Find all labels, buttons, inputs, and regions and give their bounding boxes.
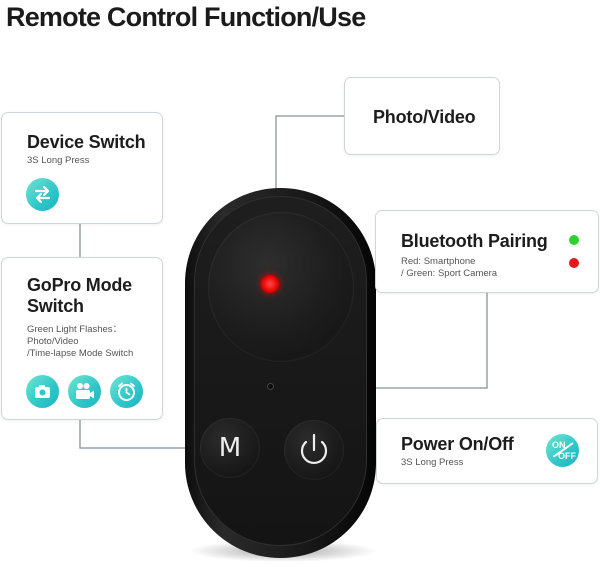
on-off-icon: ON OFF (546, 434, 579, 467)
power-onoff-subtitle: 3S Long Press (401, 457, 464, 468)
gopro-mode-title-line1: GoPro Mode (27, 275, 132, 295)
timer-icon (110, 375, 143, 408)
gopro-mode-desc-line2: Photo/Video (27, 336, 79, 347)
swap-arrows-icon (26, 178, 59, 211)
bluetooth-pairing-card: Bluetooth Pairing Red: Smartphone / Gree… (375, 210, 599, 293)
shutter-button[interactable] (208, 212, 354, 362)
power-icon (300, 433, 328, 464)
power-onoff-title: Power On/Off (401, 434, 514, 454)
photo-video-title: Photo/Video (373, 107, 476, 127)
page-title: Remote Control Function/Use (6, 2, 366, 32)
device-switch-title: Device Switch (27, 132, 146, 152)
green-status-dot (569, 235, 579, 245)
gopro-mode-title-line2: Switch (27, 296, 84, 316)
status-led (267, 383, 274, 390)
mode-button-label: M (218, 433, 242, 463)
bluetooth-pairing-desc-line2: / Green: Sport Camera (401, 268, 498, 279)
power-button[interactable] (284, 420, 344, 480)
device-switch-subtitle: 3S Long Press (27, 155, 90, 166)
shutter-led-indicator (261, 275, 279, 293)
video-camera-icon (68, 375, 101, 408)
bluetooth-pairing-desc-line1: Red: Smartphone (401, 256, 476, 267)
device-switch-card: Device Switch 3S Long Press (1, 112, 163, 224)
gopro-mode-card: GoPro Mode Switch Green Light Flashes： P… (1, 257, 163, 420)
red-status-dot (569, 258, 579, 268)
photo-video-card: Photo/Video (344, 77, 500, 155)
mode-button[interactable]: M (200, 418, 260, 478)
on-off-icon-on-label: ON (552, 440, 566, 450)
bluetooth-pairing-title: Bluetooth Pairing (401, 231, 548, 251)
camera-icon (26, 375, 59, 408)
gopro-mode-desc-line1: Green Light Flashes： (27, 324, 123, 335)
on-off-icon-off-label: OFF (558, 451, 576, 461)
gopro-mode-desc-line3: /Time-lapse Mode Switch (27, 348, 134, 359)
